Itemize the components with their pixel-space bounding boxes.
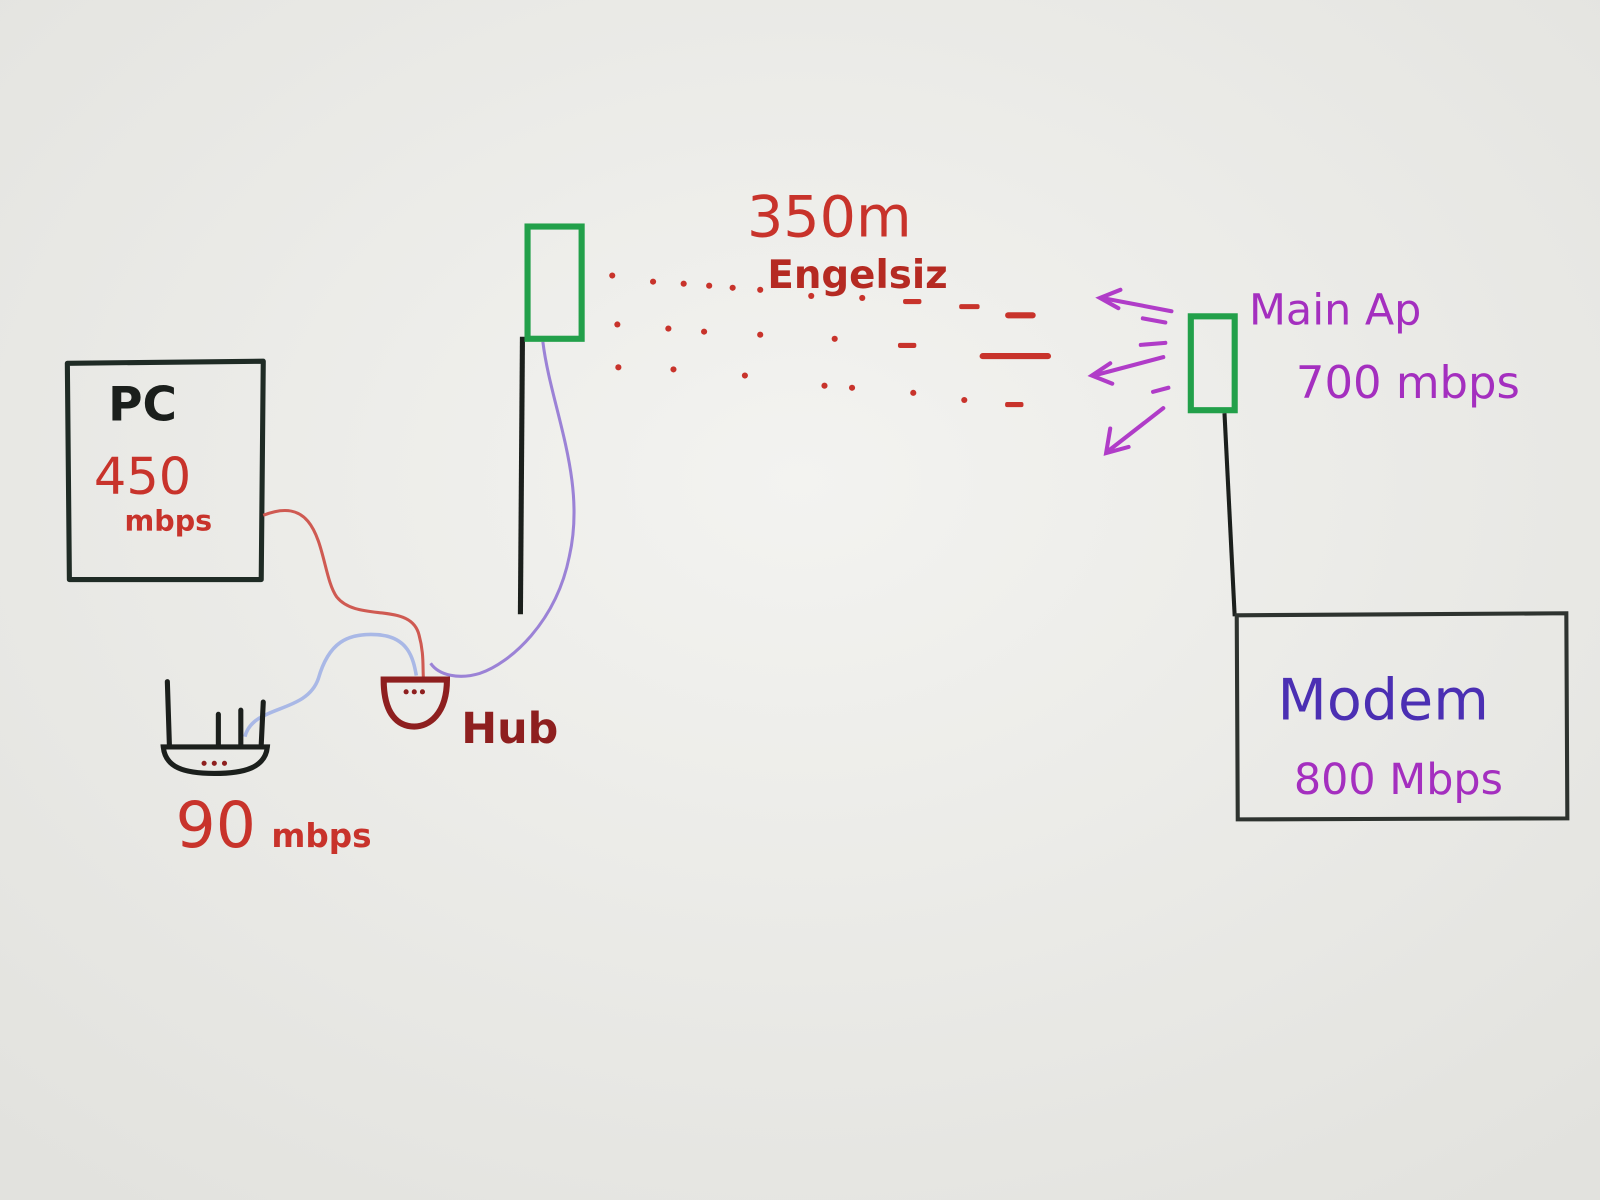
- signal-arrows-icon: [1087, 287, 1174, 456]
- router-speed-unit: mbps: [271, 817, 371, 855]
- router-led-dots: [201, 760, 228, 766]
- router-speed-value: 90: [176, 788, 256, 862]
- main-ap-label: Main Ap: [1249, 285, 1421, 335]
- pc-box: [64, 358, 266, 583]
- link-distance: 350m: [747, 185, 912, 251]
- hub-node: Hub: [380, 676, 558, 754]
- ap-to-modem-cable: [1222, 413, 1237, 617]
- main-ap-antenna: [1187, 313, 1238, 414]
- modem-label: Modem: [1278, 667, 1489, 733]
- modem-speed: 800 Mbps: [1294, 755, 1503, 805]
- main-ap-speed: 700 mbps: [1296, 356, 1520, 409]
- router-node: 90 mbps: [160, 679, 372, 862]
- antenna-to-hub-cable: [429, 341, 576, 678]
- hub-label: Hub: [461, 704, 558, 754]
- router-icon: [160, 679, 271, 777]
- pc-label: PC: [108, 377, 177, 432]
- pc-node: PC 450 mbps: [64, 358, 266, 583]
- pc-speed-value: 450: [94, 448, 191, 507]
- modem-box: [1234, 611, 1570, 822]
- wireless-link-dots: [609, 272, 1052, 408]
- main-ap-node: Main Ap 700 mbps: [1087, 285, 1520, 456]
- pc-speed-unit: mbps: [124, 504, 212, 538]
- remote-antenna: [524, 223, 585, 342]
- modem-node: Modem 800 Mbps: [1234, 611, 1570, 822]
- hub-icon: [380, 676, 451, 730]
- router-to-hub-cable: [243, 632, 419, 738]
- hub-led-dots: [403, 689, 425, 695]
- antenna-pole: [517, 336, 525, 615]
- link-note: Engelsiz: [767, 253, 947, 298]
- pc-to-hub-cable: [262, 508, 425, 679]
